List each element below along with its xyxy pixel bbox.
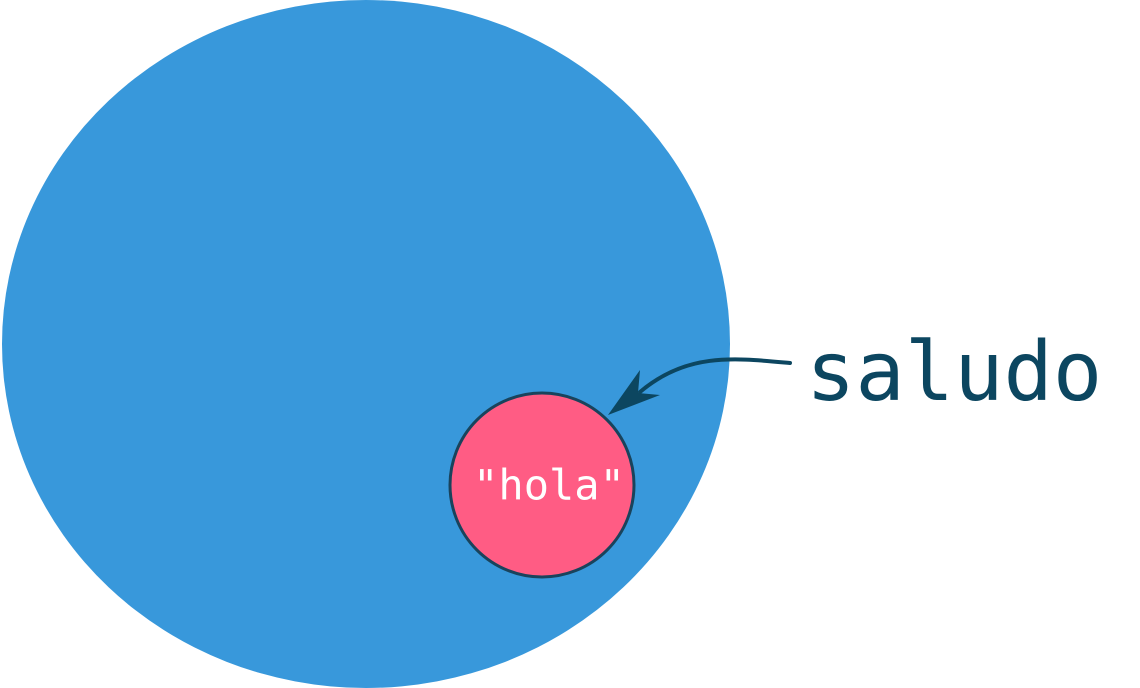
variable-name-label: saludo [806,325,1102,420]
memory-space-circle [2,0,730,688]
string-value-text: "hola" [473,461,625,510]
reference-arrow-line [638,357,792,394]
string-value-circle [448,391,636,579]
reference-arrowhead [608,370,660,415]
